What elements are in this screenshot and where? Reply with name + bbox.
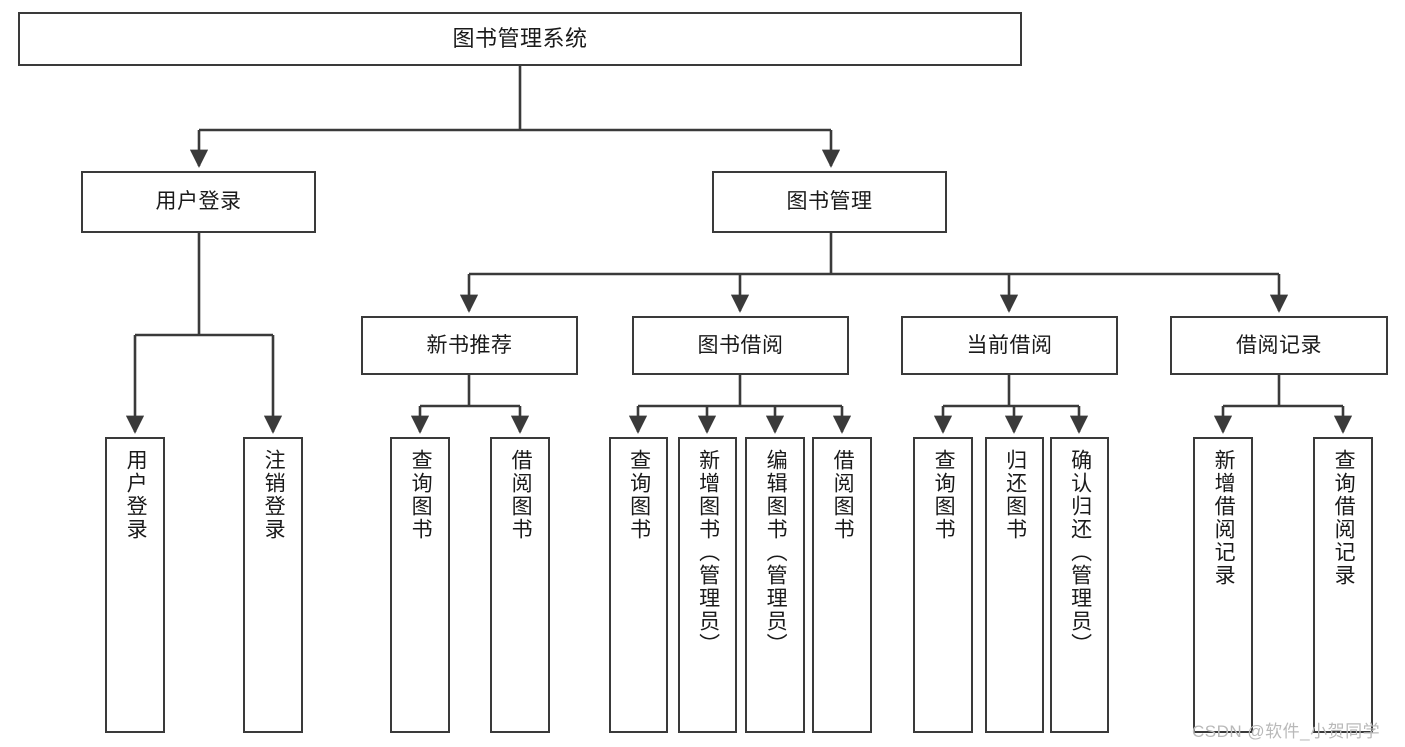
node-label: 编辑图书（管理员） — [764, 449, 788, 656]
leaf-logout[interactable]: 注销登录 — [243, 437, 303, 733]
node-label: 查询借阅记录 — [1332, 449, 1356, 587]
node-label: 查询图书 — [409, 449, 433, 541]
node-label: 借阅图书 — [831, 449, 855, 541]
node-label: 查询图书 — [932, 449, 956, 541]
leaf-query-book-current[interactable]: 查询图书 — [913, 437, 973, 733]
leaf-query-borrow-record[interactable]: 查询借阅记录 — [1313, 437, 1373, 733]
node-label: 借阅图书 — [509, 449, 533, 541]
node-label: 当前借阅 — [966, 333, 1053, 357]
node-root-system[interactable]: 图书管理系统 — [18, 12, 1022, 66]
node-new-book-recommendation[interactable]: 新书推荐 — [361, 316, 578, 375]
leaf-query-book-rec[interactable]: 查询图书 — [390, 437, 450, 733]
node-label: 用户登录 — [124, 449, 148, 541]
node-label: 图书借阅 — [697, 333, 784, 357]
node-borrowing-record[interactable]: 借阅记录 — [1170, 316, 1388, 375]
node-label: 图书管理系统 — [452, 25, 588, 51]
node-label: 用户登录 — [155, 190, 242, 214]
node-label: 查询图书 — [627, 449, 651, 541]
node-book-borrowing[interactable]: 图书借阅 — [632, 316, 849, 375]
node-user-login[interactable]: 用户登录 — [81, 171, 316, 233]
node-label: 新增借阅记录 — [1212, 449, 1236, 587]
node-current-borrowing[interactable]: 当前借阅 — [901, 316, 1118, 375]
leaf-confirm-return-admin[interactable]: 确认归还（管理员） — [1050, 437, 1109, 733]
node-label: 新书推荐 — [426, 333, 513, 357]
node-label: 注销登录 — [262, 449, 286, 541]
node-label: 借阅记录 — [1236, 333, 1322, 357]
node-label: 新增图书（管理员） — [696, 449, 720, 656]
node-label: 图书管理 — [786, 190, 873, 214]
leaf-add-borrow-record[interactable]: 新增借阅记录 — [1193, 437, 1253, 733]
leaf-return-book[interactable]: 归还图书 — [985, 437, 1044, 733]
leaf-edit-book-admin[interactable]: 编辑图书（管理员） — [745, 437, 805, 733]
leaf-borrow-book[interactable]: 借阅图书 — [812, 437, 872, 733]
node-label: 确认归还（管理员） — [1068, 449, 1092, 656]
leaf-add-book-admin[interactable]: 新增图书（管理员） — [678, 437, 737, 733]
leaf-borrow-book-rec[interactable]: 借阅图书 — [490, 437, 550, 733]
node-book-management[interactable]: 图书管理 — [712, 171, 947, 233]
leaf-query-book-borrow[interactable]: 查询图书 — [609, 437, 668, 733]
leaf-user-login[interactable]: 用户登录 — [105, 437, 165, 733]
csdn-watermark: CSDN @软件_小贺同学 — [1192, 722, 1381, 741]
node-label: 归还图书 — [1003, 449, 1027, 541]
